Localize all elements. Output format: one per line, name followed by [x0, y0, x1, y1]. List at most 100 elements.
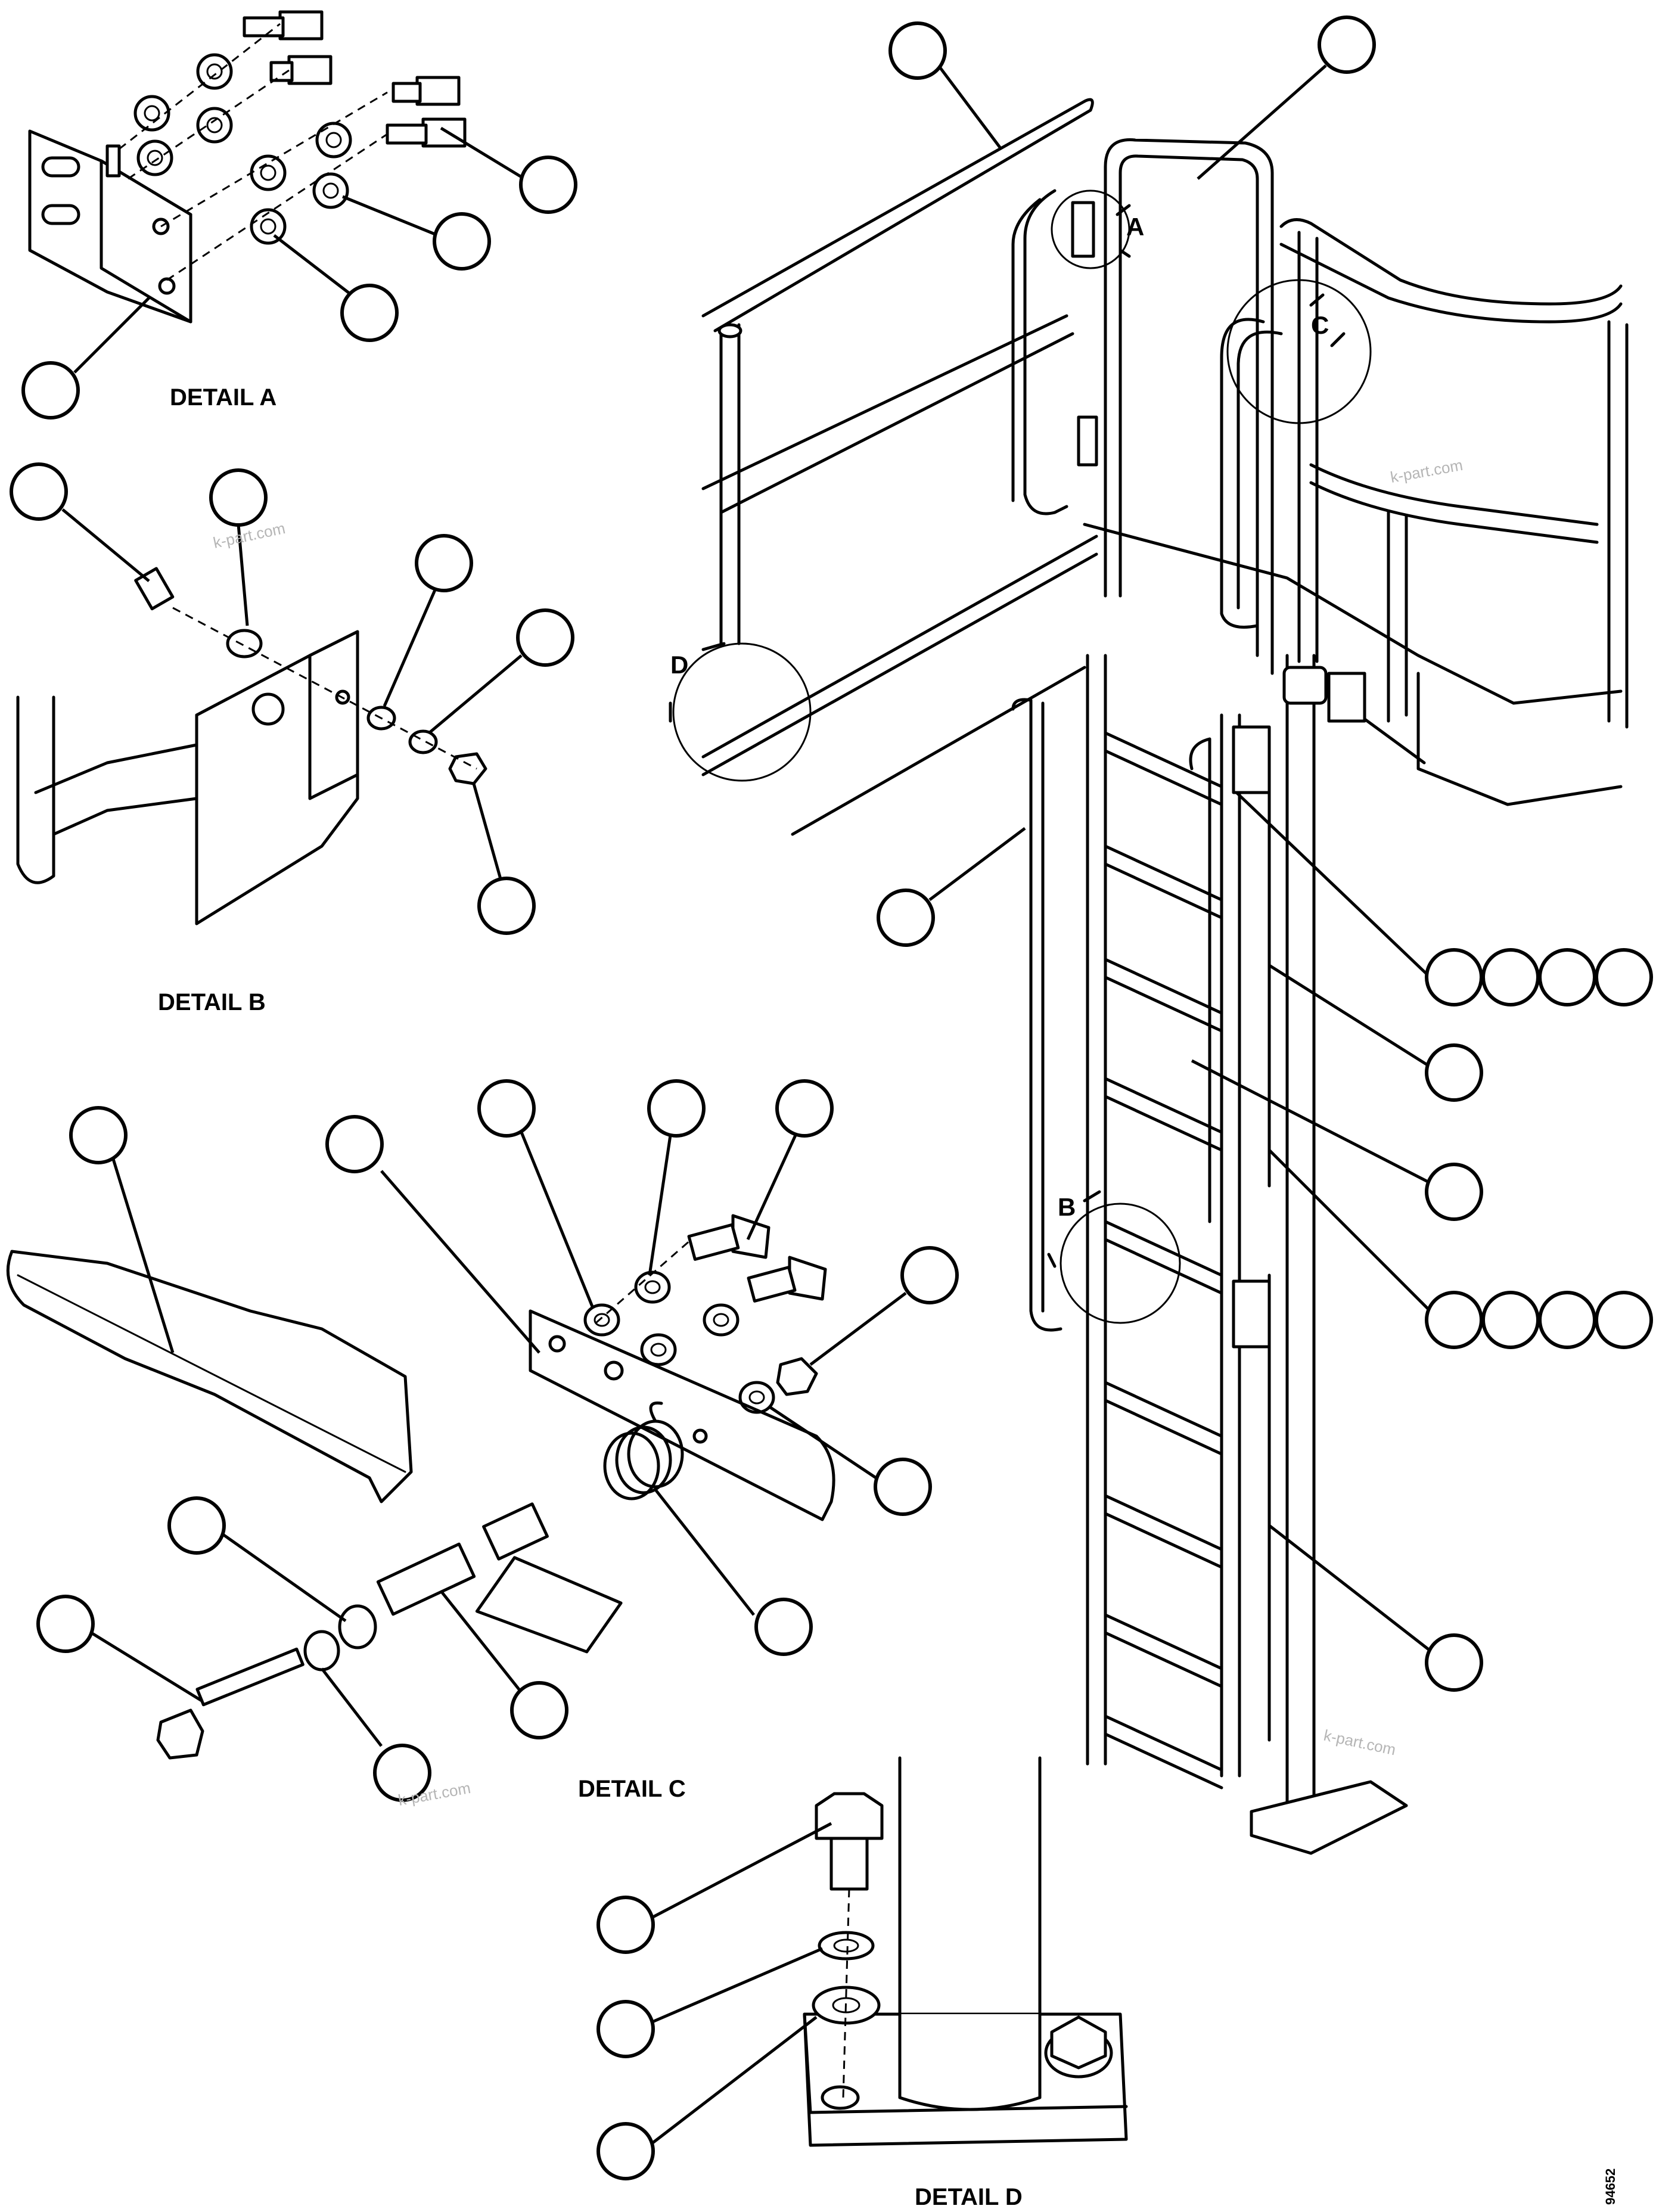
- post-base-plate: [1250, 1780, 1408, 1855]
- view-letter-d: D: [670, 651, 688, 679]
- washer: [226, 629, 263, 658]
- latch-arm: [6, 1250, 413, 1503]
- bolt-head: [415, 76, 461, 106]
- detail-a-hinge: DETAIL A: [21, 10, 577, 420]
- callout-balloon: [209, 468, 268, 527]
- watermark: k-part.com: [1322, 1726, 1397, 1759]
- callout-balloon: [36, 1595, 95, 1653]
- callout-group-lower: [1268, 1149, 1653, 1349]
- ladder-right-rail: [1220, 713, 1241, 1778]
- callout-balloon: [1425, 1163, 1483, 1221]
- detail-c-label: DETAIL C: [578, 1776, 686, 1802]
- left-mid-rail: [701, 314, 1068, 490]
- right-top-rail: [1279, 218, 1623, 306]
- hinge-hole: [158, 277, 176, 295]
- watermark: k-part.com: [1389, 456, 1464, 486]
- bolts: [243, 10, 467, 148]
- callout-balloon: [874, 1458, 932, 1516]
- ladder-grab-loop-upper: [1189, 737, 1211, 1223]
- hinge-a: [1071, 201, 1095, 258]
- hinge-lower: [1077, 415, 1098, 467]
- callout-balloon: [510, 1681, 568, 1739]
- support-bar-lower: [52, 797, 198, 836]
- hinge-hole: [152, 218, 170, 235]
- callout-balloon: [900, 1246, 959, 1304]
- nut: [776, 1357, 818, 1396]
- callout-balloon: [647, 1079, 706, 1138]
- bolt-head: [278, 10, 324, 41]
- hinge-slot-bottom: [41, 204, 80, 225]
- left-grab-loop: [1023, 189, 1068, 515]
- long-bolt-head: [156, 1708, 204, 1760]
- callout-balloon: [516, 608, 574, 667]
- callout-balloon: [1318, 15, 1376, 74]
- washer: [408, 729, 438, 754]
- hardware-stack: [583, 1214, 827, 1414]
- long-bolt-shank: [195, 1647, 305, 1707]
- ladder-side-rail: [1011, 698, 1062, 1332]
- detail-circle-a: [1051, 189, 1130, 269]
- tab-hole: [335, 689, 350, 705]
- washer: [338, 1604, 377, 1649]
- detail-a-label: DETAIL A: [170, 384, 276, 411]
- bolt-shank: [269, 61, 294, 82]
- main-support-post: [1285, 654, 1316, 1813]
- left-top-rail: [701, 98, 1094, 333]
- bolt-shank: [747, 1266, 797, 1303]
- callout-balloon: [596, 2000, 655, 2058]
- right-mid-rail: [1309, 463, 1599, 526]
- callout-balloon: [477, 877, 536, 935]
- view-letter-a: A: [1126, 213, 1144, 241]
- detail-circle-b: [1060, 1203, 1181, 1324]
- detail-d-label: DETAIL D: [915, 2184, 1023, 2210]
- ladder-bracket: [1232, 1279, 1271, 1349]
- bolt-shank: [243, 16, 285, 38]
- callout-balloon: [519, 156, 577, 214]
- callout-balloon: [888, 21, 947, 80]
- callout-balloon: [596, 2122, 655, 2180]
- view-letter-b: B: [1058, 1193, 1076, 1221]
- anchor-bolt-shank: [829, 1837, 869, 1891]
- base-bolt-head: [1050, 2015, 1107, 2070]
- bolt-head: [788, 1256, 827, 1301]
- callout-balloon: [10, 462, 68, 521]
- bolt-head: [287, 55, 333, 85]
- callout-balloon: [477, 1079, 536, 1138]
- post-bottom: [898, 2014, 1042, 2111]
- washer: [303, 1630, 340, 1672]
- bolt-shank: [687, 1223, 740, 1261]
- right-post-upper: [1297, 231, 1319, 663]
- latch-tab: [308, 630, 359, 800]
- base-hole: [821, 2085, 860, 2110]
- detail-b-bracket: DETAIL B: [10, 462, 574, 1015]
- left-post: [719, 323, 741, 645]
- callout-balloon: [596, 1896, 655, 1954]
- callout-balloon: [325, 1115, 384, 1173]
- gate-grab-loop: [1220, 318, 1265, 629]
- callout-balloon: [373, 1744, 431, 1802]
- callout-balloon: [21, 361, 80, 420]
- ladder-bracket: [1232, 725, 1271, 794]
- deck-front: [1083, 523, 1623, 705]
- callout-balloon: [754, 1598, 813, 1656]
- detail-c-latch: DETAIL C: [6, 1079, 959, 1802]
- gate-frame: [1104, 138, 1274, 675]
- torsion-spring: [603, 1401, 684, 1500]
- bolt-head: [421, 117, 467, 148]
- post-clamp: [1282, 666, 1328, 705]
- lock-washer: [818, 1931, 875, 1961]
- callout-balloon: [775, 1079, 834, 1138]
- callout-group-upper: [1235, 791, 1653, 1006]
- detail-circle-d: [672, 642, 812, 782]
- callout-balloon: [1425, 1633, 1483, 1692]
- view-letter-c: C: [1311, 311, 1329, 339]
- detail-b-label: DETAIL B: [158, 989, 266, 1015]
- callout-balloon: [167, 1496, 226, 1555]
- hinge-slot-top: [41, 156, 80, 178]
- ladder-rungs: [1104, 731, 1223, 1790]
- pivot-pin: [376, 1542, 476, 1616]
- bracket-bolt: [251, 692, 285, 726]
- grease-fitting: [105, 144, 121, 178]
- latch-tongue: [475, 1556, 623, 1654]
